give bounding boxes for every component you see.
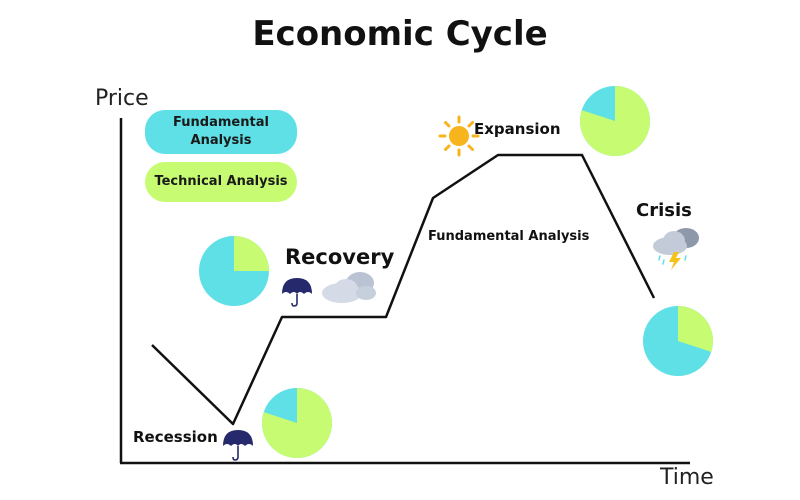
pie-slice-technical	[234, 236, 269, 271]
pie-slice-technical	[678, 306, 713, 352]
pie-tick-label: ·	[264, 243, 265, 247]
pie-slice-technical	[580, 86, 651, 156]
x-axis-label: Time	[660, 465, 714, 490]
phase-label-recession: Recession	[133, 428, 218, 446]
sun-icon	[438, 115, 480, 157]
phase-label-expansion: Expansion	[474, 120, 561, 138]
cloud-icon	[322, 272, 376, 303]
phase-label-recovery: Recovery	[285, 245, 395, 269]
pie-chart-crisis	[643, 306, 713, 376]
legend-fundamental-analysis: Fundamental Analysis	[145, 110, 297, 154]
legend-technical-analysis: Technical Analysis	[145, 162, 297, 202]
curve-label-fundamental-analysis: Fundamental Analysis	[428, 229, 590, 244]
pie-slice-technical	[262, 388, 332, 459]
pie-chart-recession	[262, 388, 332, 459]
umbrella-icon	[223, 430, 253, 461]
pie-chart-expansion	[580, 86, 651, 156]
y-axis-label: Price	[95, 86, 149, 111]
storm-cloud-icon	[653, 228, 699, 270]
phase-label-crisis: Crisis	[636, 200, 692, 221]
diagram-title: Economic Cycle	[252, 14, 548, 54]
umbrella-icon	[282, 278, 312, 307]
pie-chart-recovery: ·	[199, 236, 269, 306]
cycle-curve	[151, 153, 656, 426]
